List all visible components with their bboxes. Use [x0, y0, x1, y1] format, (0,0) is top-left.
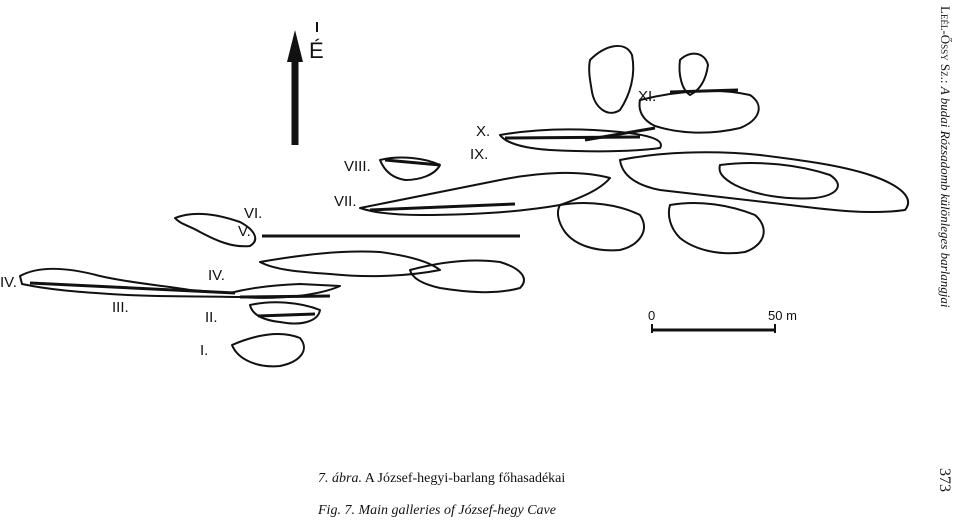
- north-label: É: [309, 38, 324, 63]
- scale-start-label: 0: [648, 308, 655, 323]
- gallery-label-iv-left: IV.: [0, 274, 17, 291]
- running-head-author: Leél-Őssy Sz.:: [938, 6, 953, 84]
- gallery-label-ix: IX.: [470, 146, 488, 163]
- gallery-label-iii: III.: [112, 299, 129, 316]
- scale-end-label: 50 m: [768, 308, 797, 323]
- scale-bar: 0 50 m: [648, 308, 797, 333]
- caption-hu-number: 7. ábra.: [318, 471, 362, 486]
- gallery-label-viii: VIII.: [344, 158, 371, 175]
- gallery-label-x: X.: [476, 123, 490, 140]
- caption-hungarian: 7. ábra. A József-hegyi-barlang főhasadé…: [318, 471, 565, 487]
- page-number: 373: [936, 468, 953, 492]
- gallery-label-ii: II.: [205, 309, 218, 326]
- running-head: Leél-Őssy Sz.: A budai Rózsadomb különle…: [931, 6, 953, 346]
- north-arrow: É: [287, 22, 324, 145]
- gallery-label-xi: XI.: [638, 88, 656, 105]
- caption-en-number: Fig. 7.: [318, 503, 355, 518]
- gallery-label-i: I.: [200, 342, 208, 359]
- gallery-label-vii: VII.: [334, 193, 357, 210]
- fissure-lines: [29, 88, 739, 318]
- gallery-label-vi: VI.: [244, 205, 262, 222]
- caption-hu-text: A József-hegyi-barlang főhasadékai: [364, 471, 566, 486]
- caption-english: Fig. 7. Main galleries of József-hegy Ca…: [318, 503, 556, 519]
- running-head-title: A budai Rózsadomb különleges barlangjai: [938, 86, 953, 308]
- gallery-label-v: V.: [238, 223, 251, 240]
- gallery-label-iv-right: IV.: [208, 267, 225, 284]
- cave-outline: [19, 45, 910, 368]
- gallery-labels: I. II. III. IV. IV. V. VI. VII. VIII. IX…: [0, 88, 656, 359]
- caption-en-text: Main galleries of József-hegy Cave: [358, 503, 556, 518]
